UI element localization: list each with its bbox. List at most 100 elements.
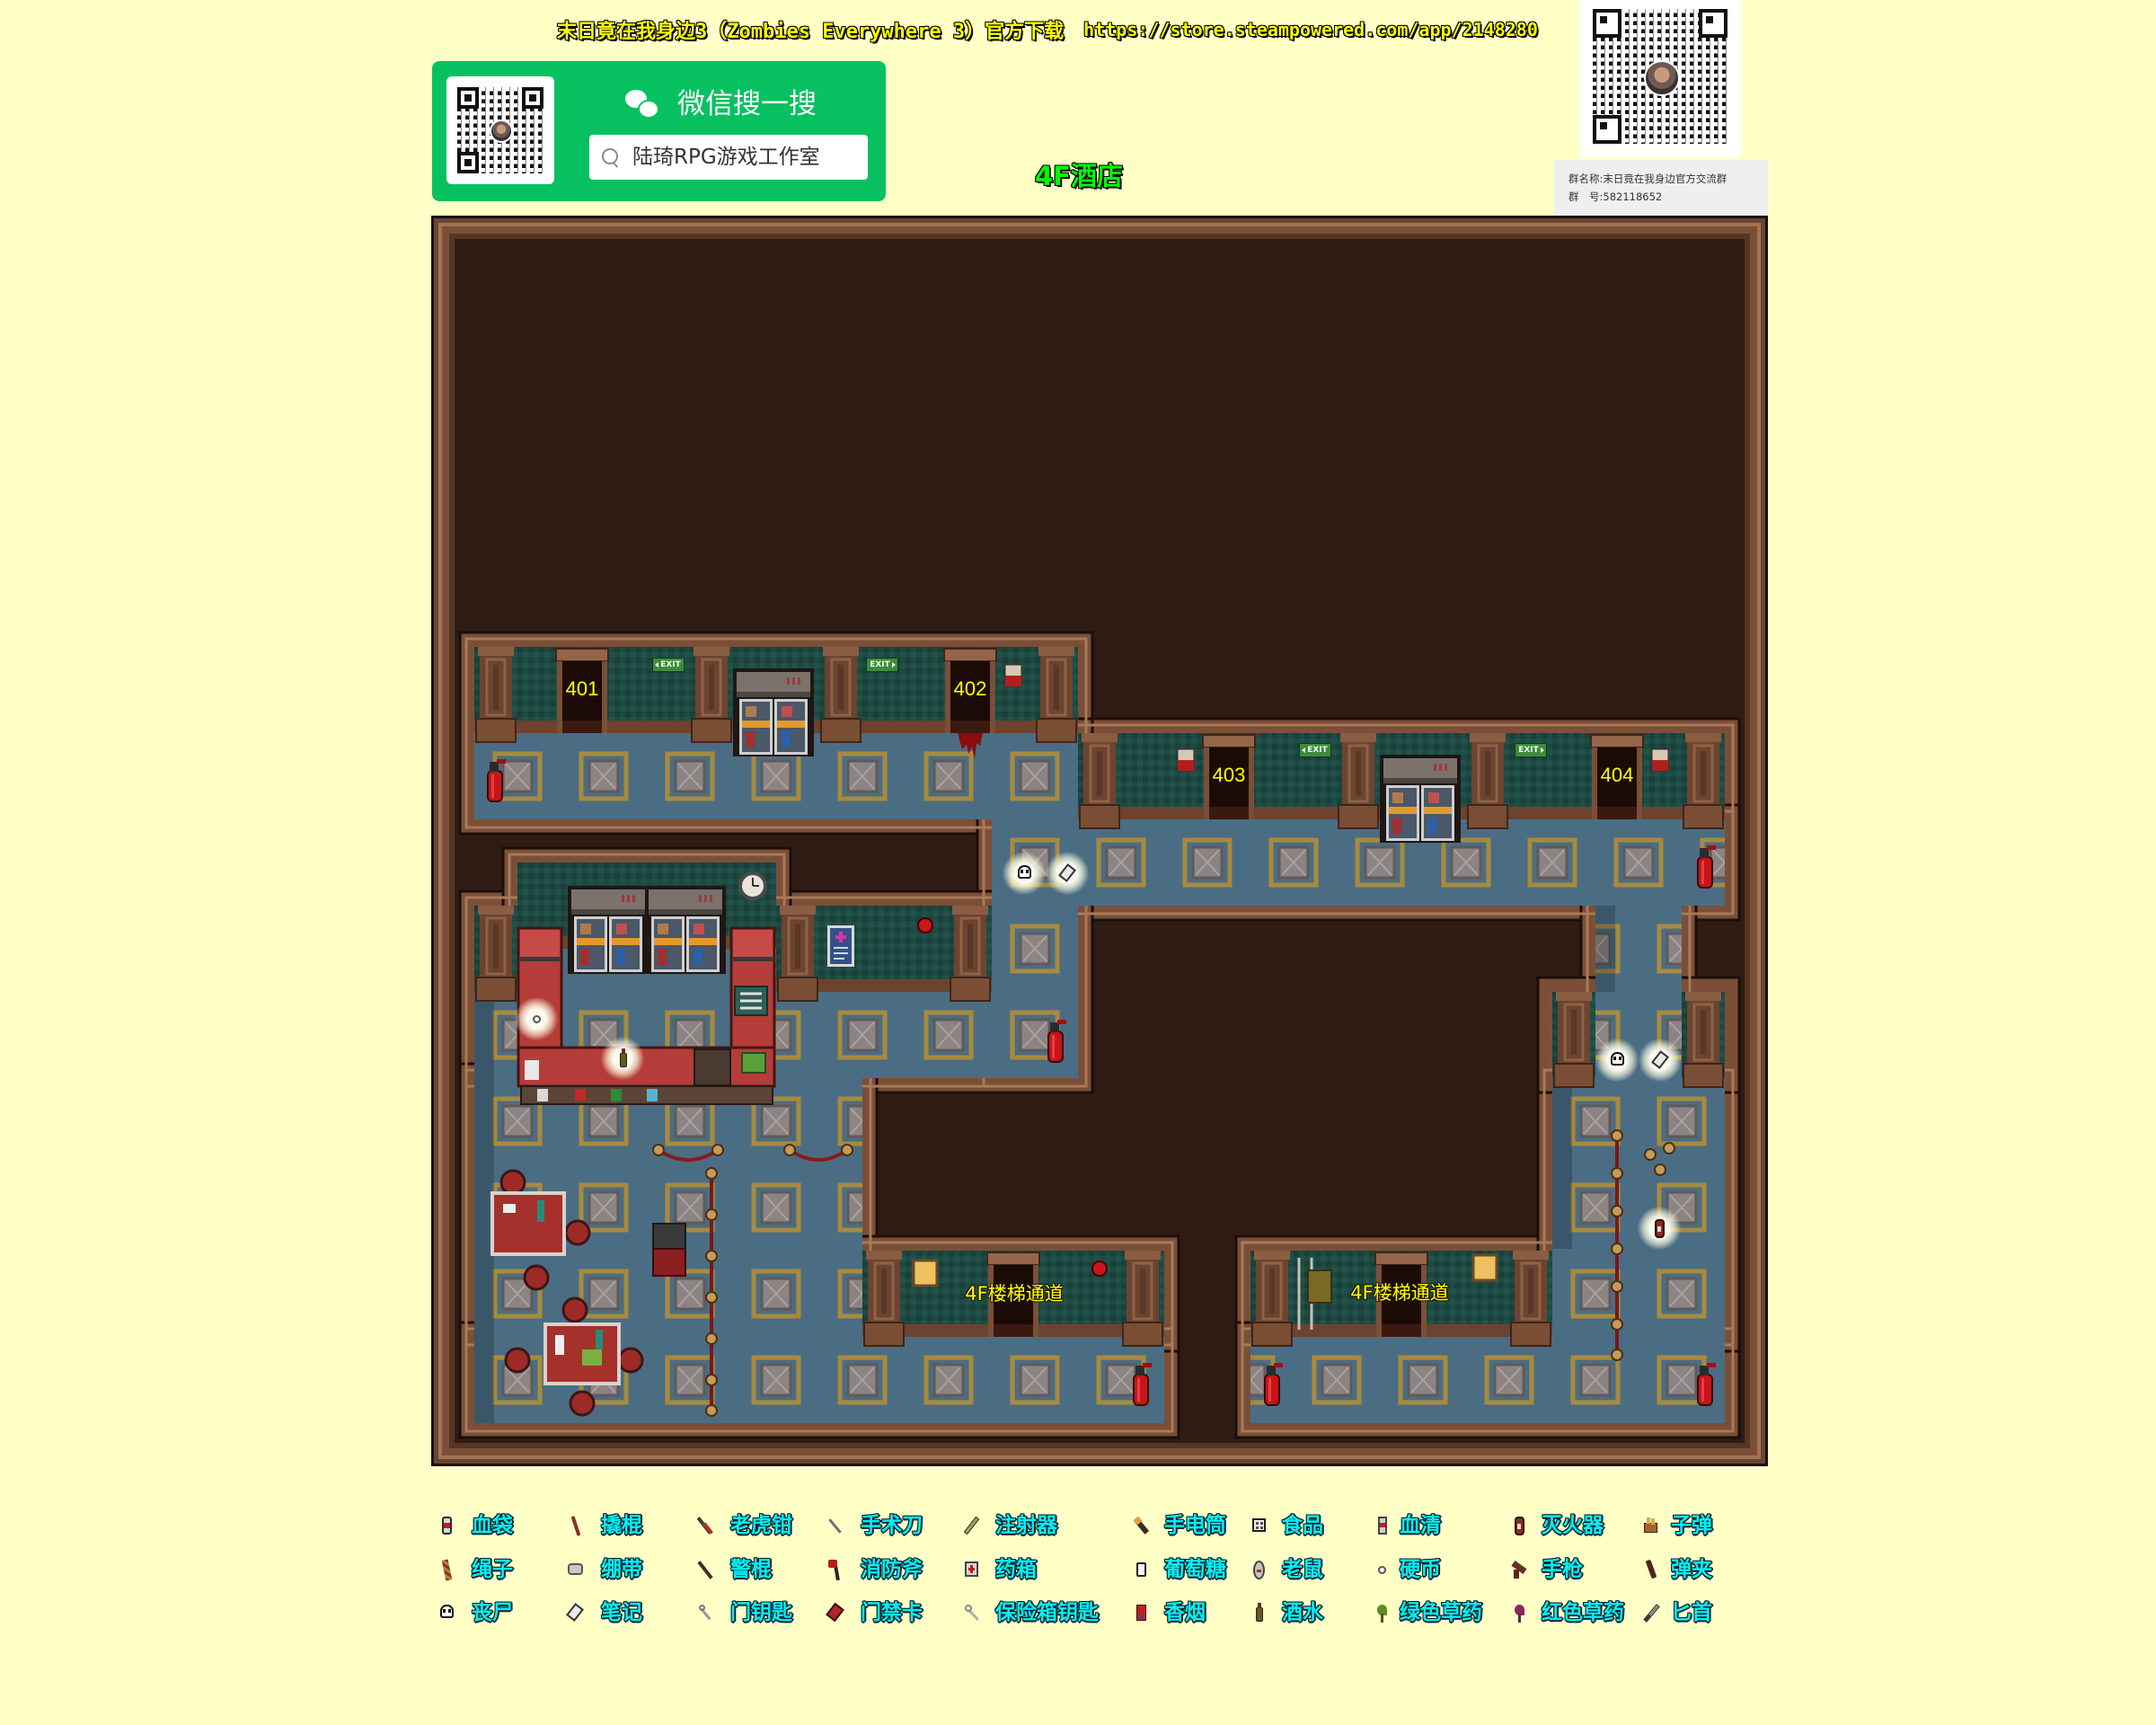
dagger-icon xyxy=(1641,1602,1659,1623)
wechat-search-brand: 微信搜一搜 xyxy=(677,88,817,120)
legend-label: 手电筒 xyxy=(1164,1514,1226,1537)
serum-icon xyxy=(1373,1515,1391,1536)
room-label-402: 402 xyxy=(953,677,987,700)
legend-item: 葡萄糖 xyxy=(1132,1557,1267,1582)
legend-label: 血袋 xyxy=(472,1514,513,1537)
legend-label: 绳子 xyxy=(472,1558,513,1581)
door-key-icon xyxy=(695,1602,713,1623)
legend-item: 手枪 xyxy=(1510,1557,1645,1582)
note-icon xyxy=(1058,862,1076,884)
exit-sign-text: EXIT xyxy=(870,660,890,669)
legend-label: 绷带 xyxy=(601,1558,642,1581)
coin-icon xyxy=(527,1008,545,1030)
legend-item: 匕首 xyxy=(1641,1600,1776,1625)
legend-item: 老虎钳 xyxy=(695,1513,830,1538)
legend-label: 门禁卡 xyxy=(861,1601,923,1624)
zombie-icon xyxy=(437,1602,455,1623)
qr-avatar-icon xyxy=(490,119,513,143)
note-icon xyxy=(1651,1049,1669,1071)
wechat-search-input[interactable]: 陆琦RPG游戏工作室 xyxy=(589,135,868,180)
legend-label: 香烟 xyxy=(1164,1601,1206,1624)
qr-finder-icon xyxy=(457,152,479,173)
legend-item: 子弹 xyxy=(1641,1513,1776,1538)
crowbar-icon xyxy=(566,1515,584,1536)
wechat-logo-icon xyxy=(625,90,659,120)
map-marker-note xyxy=(1046,852,1089,895)
legend-label: 葡萄糖 xyxy=(1164,1558,1226,1581)
qr-finder-icon xyxy=(522,87,543,109)
legend-label: 丧尸 xyxy=(472,1601,513,1624)
qr-finder-icon xyxy=(457,87,479,109)
store-url: https://store.steampowered.com/app/21482… xyxy=(1083,19,1538,40)
map-marker-liquor xyxy=(601,1037,644,1080)
legend-item: 老鼠 xyxy=(1250,1557,1384,1582)
dining-tables xyxy=(490,1169,686,1417)
legend-label: 撬棍 xyxy=(601,1514,642,1537)
search-input-value: 陆琦RPG游戏工作室 xyxy=(632,146,820,169)
legend-item: 笔记 xyxy=(566,1600,701,1625)
wechat-qr-panel xyxy=(446,76,554,184)
syringe-icon xyxy=(962,1515,980,1536)
exit-sign-text: EXIT xyxy=(660,660,681,669)
legend-item: 保险箱钥匙 xyxy=(962,1600,1099,1625)
access-card-icon xyxy=(826,1602,844,1623)
food-icon xyxy=(1250,1515,1268,1536)
legend-item: 香烟 xyxy=(1132,1600,1267,1625)
liquor-icon xyxy=(1250,1602,1268,1623)
green-herb-icon xyxy=(1373,1602,1391,1623)
legend-label: 匕首 xyxy=(1671,1601,1712,1624)
legend-item: 血袋 xyxy=(437,1513,572,1538)
magazine-icon xyxy=(1641,1559,1659,1580)
bar-counter xyxy=(517,926,776,1105)
baton-icon xyxy=(695,1559,713,1580)
map-marker-coin xyxy=(515,997,558,1040)
stairwell-label-left: 4F楼梯通道 xyxy=(965,1283,1064,1305)
legend-item: 酒水 xyxy=(1250,1600,1384,1625)
legend-label: 手术刀 xyxy=(861,1514,923,1537)
liquor-icon xyxy=(614,1048,632,1069)
coin-icon xyxy=(1373,1559,1391,1580)
qr-avatar-icon xyxy=(1644,60,1680,96)
qr-finder-icon xyxy=(1699,9,1727,38)
wall-decor xyxy=(738,664,1669,1330)
legend-label: 手枪 xyxy=(1542,1558,1583,1581)
legend-label: 警棍 xyxy=(730,1558,772,1581)
legend-item: 弹夹 xyxy=(1641,1557,1776,1582)
qr-finder-icon xyxy=(1593,9,1621,38)
pliers-icon xyxy=(695,1515,713,1536)
floor-title: 4F酒店 xyxy=(1035,161,1123,191)
bandage-icon xyxy=(566,1559,584,1580)
stairwell-label-right: 4F楼梯通道 xyxy=(1350,1282,1449,1304)
legend-item: 警棍 xyxy=(695,1557,830,1582)
legend-label: 消防斧 xyxy=(861,1558,923,1581)
exit-sign-text: EXIT xyxy=(1307,746,1328,755)
game-title: 末日竟在我身边3（Zombies Everywhere 3）官方下载 xyxy=(557,21,1065,43)
scalpel-icon xyxy=(826,1515,844,1536)
exit-sign: EXIT xyxy=(1299,743,1331,757)
note-icon xyxy=(566,1602,584,1623)
legend-item: 硬币 xyxy=(1373,1557,1507,1582)
red-herb-icon xyxy=(1510,1602,1528,1623)
legend-label: 灭火器 xyxy=(1542,1514,1604,1537)
legend-label: 酒水 xyxy=(1282,1601,1323,1624)
legend-label: 注射器 xyxy=(995,1514,1057,1537)
legend-item: 红色草药 xyxy=(1510,1600,1645,1625)
group-info-card: 群名称:末日竟在我身边官方交流群 群 号:582118652 xyxy=(1554,160,1768,216)
blood-bag-icon xyxy=(437,1515,455,1536)
rat-icon xyxy=(1250,1559,1268,1580)
flashlight-icon xyxy=(1132,1515,1150,1536)
room-label-401: 401 xyxy=(565,677,599,700)
map-marker-note xyxy=(1639,1039,1682,1082)
map-marker-zombie xyxy=(1003,852,1046,895)
map-marker-fire-extinguisher xyxy=(1638,1207,1681,1250)
legend-item: 绷带 xyxy=(566,1557,701,1582)
zombie-icon xyxy=(1608,1049,1626,1071)
legend-label: 绿色草药 xyxy=(1400,1601,1482,1624)
download-banner: 末日竟在我身边3（Zombies Everywhere 3）官方下载 https… xyxy=(557,14,1538,45)
legend-label: 药箱 xyxy=(995,1558,1037,1581)
safe-key-icon xyxy=(962,1602,980,1623)
map-marker-zombie xyxy=(1595,1039,1639,1082)
legend-label: 笔记 xyxy=(601,1601,642,1624)
room-label-403: 403 xyxy=(1212,764,1246,786)
legend-item: 丧尸 xyxy=(437,1600,572,1625)
